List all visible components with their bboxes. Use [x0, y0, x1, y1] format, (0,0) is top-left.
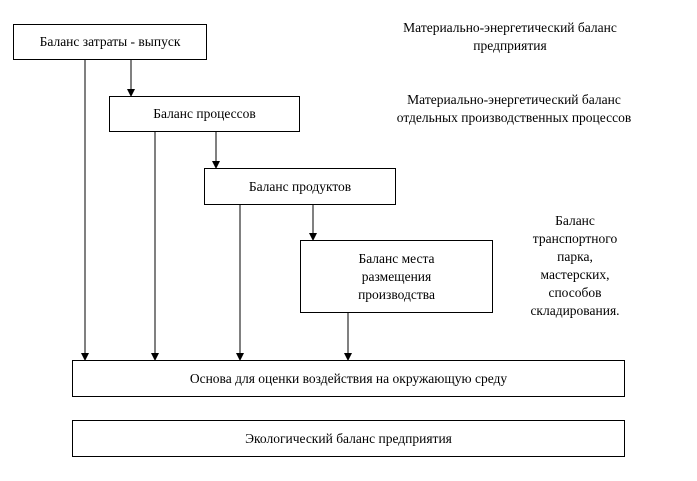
process-balance-label: Баланс процессов	[153, 106, 256, 121]
process-balance-box: Баланс процессов	[109, 96, 300, 132]
production-site-balance-box: Баланс места размещения производства	[300, 240, 493, 313]
production-site-balance-label: Баланс места размещения производства	[358, 250, 435, 302]
eco-balance-label: Экологический баланс предприятия	[245, 430, 452, 446]
process-balance-note: Материально-энергетический баланс отдель…	[396, 92, 632, 125]
eco-balance-box: Экологический баланс предприятия	[72, 420, 625, 457]
product-balance-box: Баланс продуктов	[204, 168, 396, 205]
impact-assessment-basis-box: Основа для оценки воздействия на окружаю…	[72, 360, 625, 397]
input-output-balance-box: Баланс затраты - выпуск	[13, 24, 207, 60]
impact-assessment-basis-label: Основа для оценки воздействия на окружаю…	[189, 370, 508, 386]
transport-balance-note: Баланс транспортного парка, мастерских, …	[530, 213, 620, 318]
product-balance-label: Баланс продуктов	[248, 178, 352, 194]
input-output-balance-label: Баланс затраты - выпуск	[39, 34, 181, 49]
enterprise-balance-note: Материально-энергетический баланс предпр…	[403, 20, 617, 53]
